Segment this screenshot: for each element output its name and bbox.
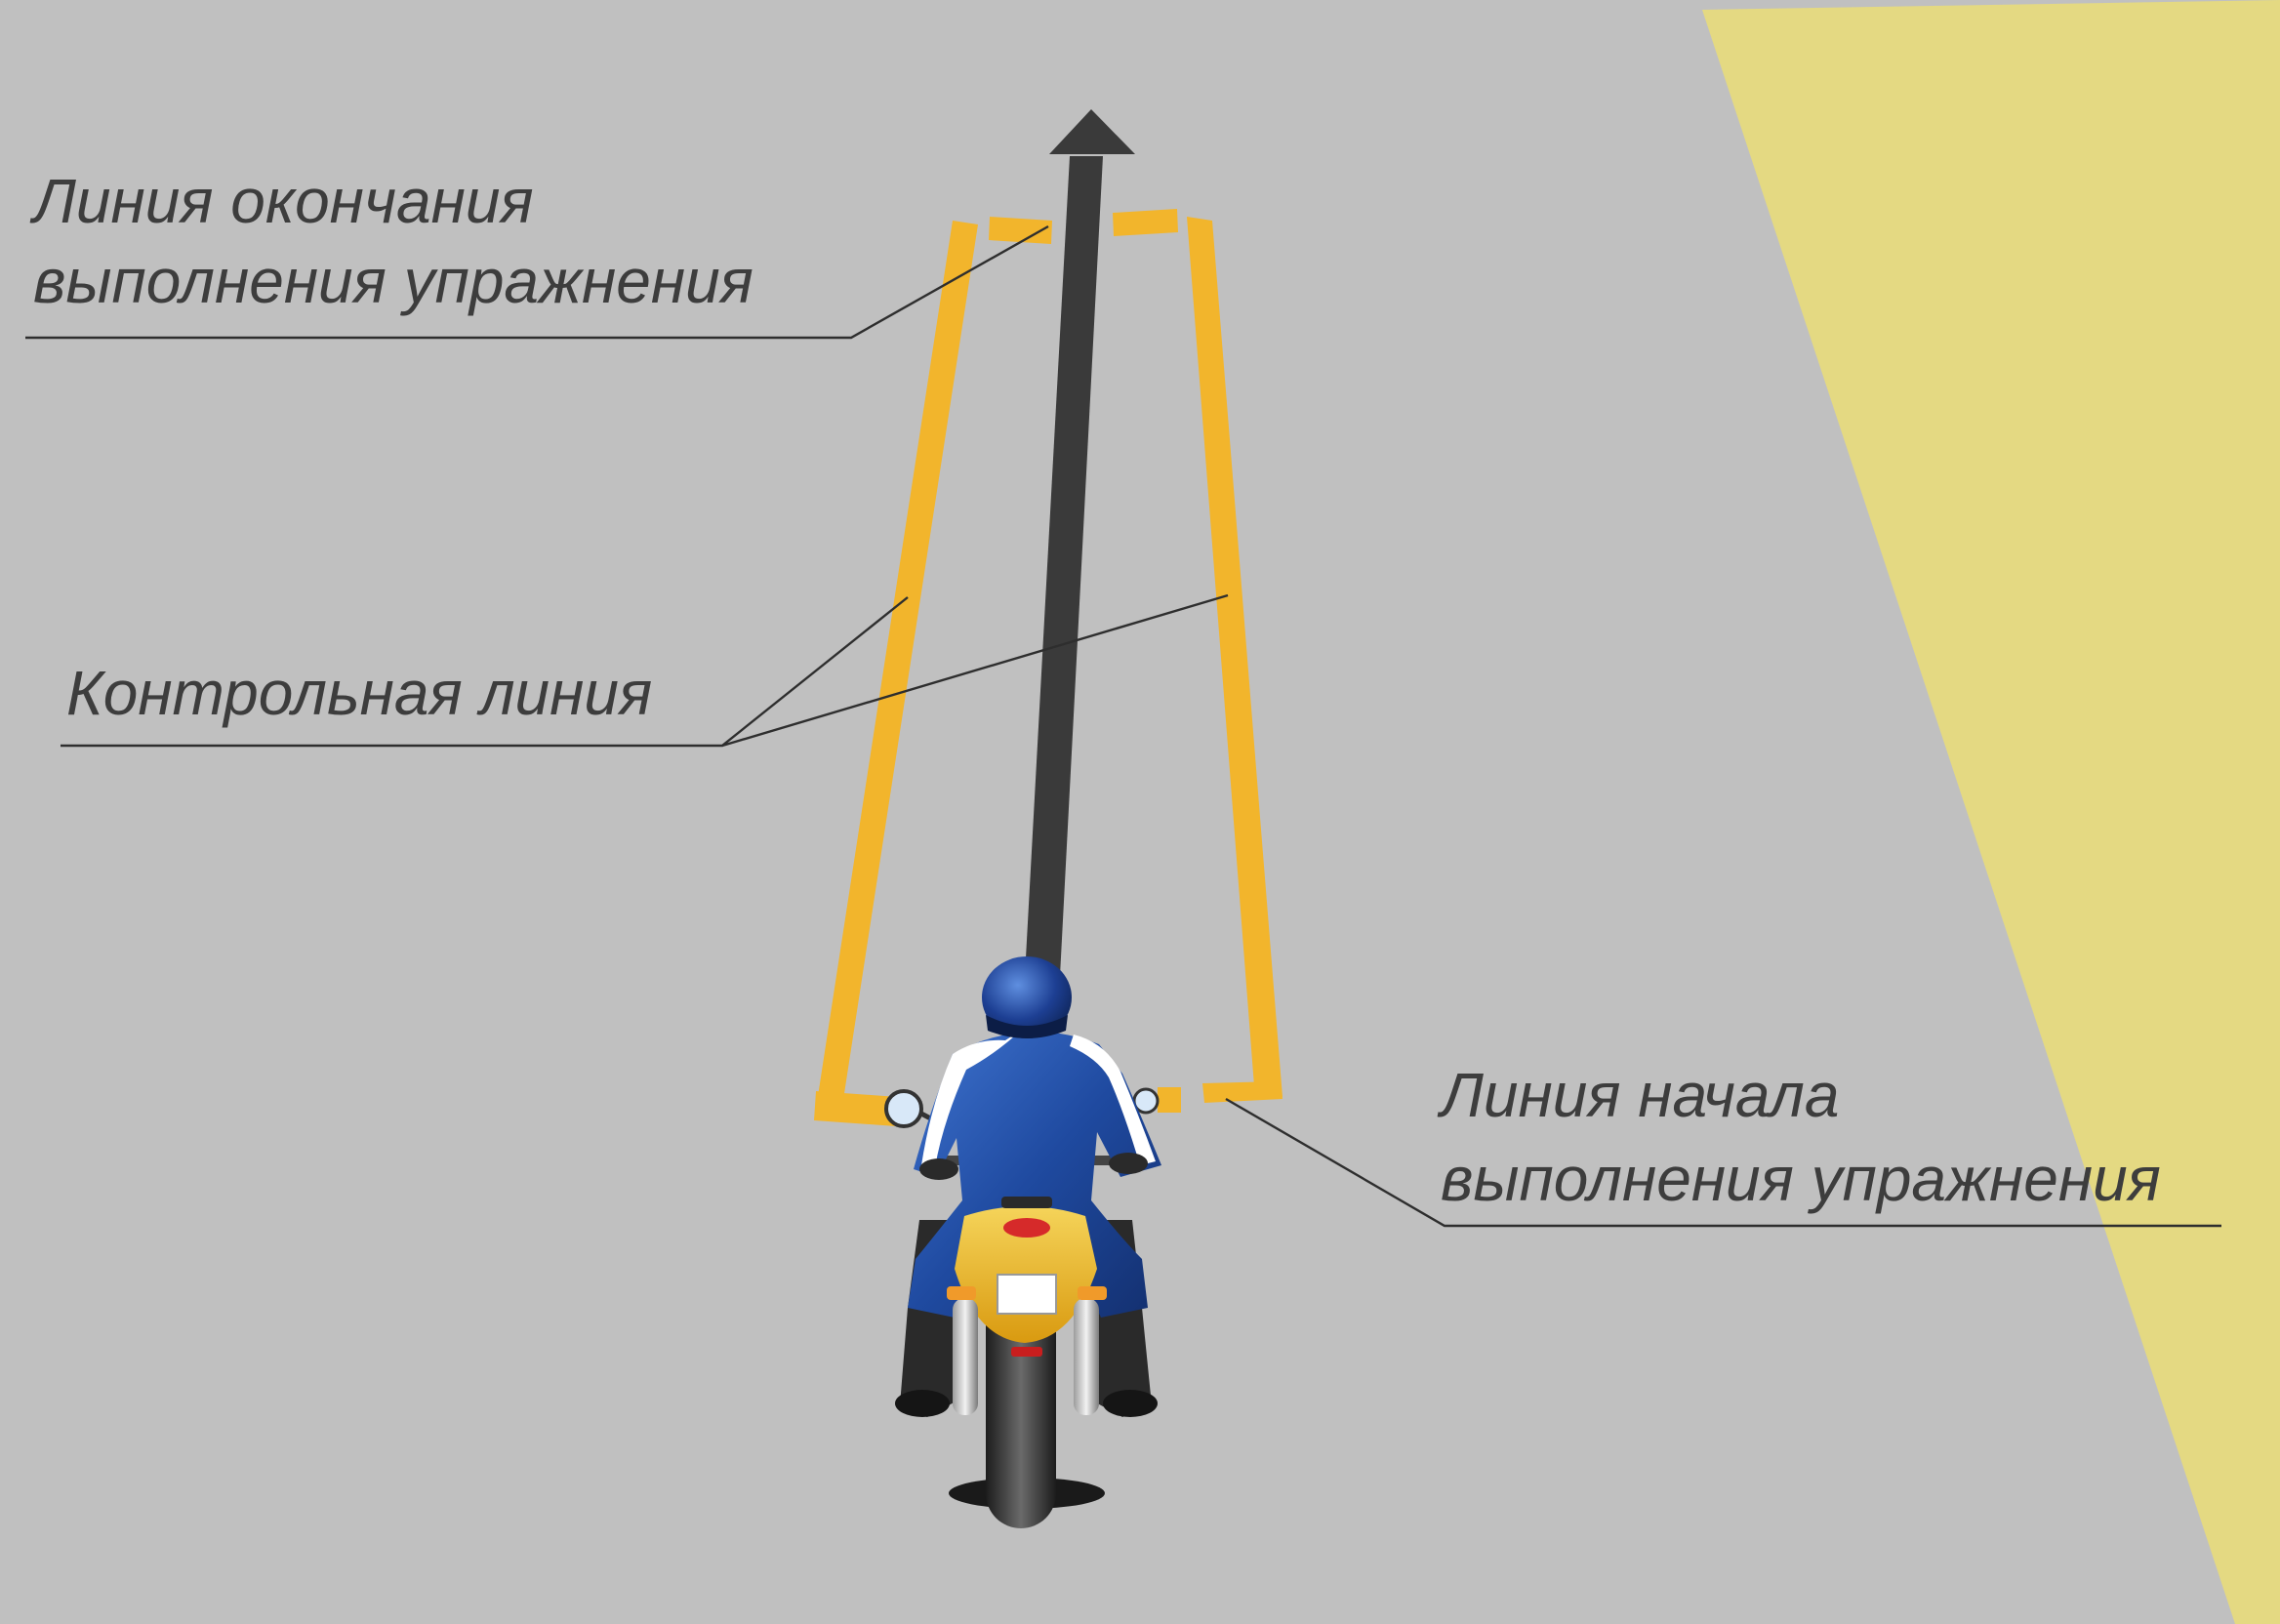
left-control-line bbox=[816, 221, 978, 1113]
exercise-markings bbox=[814, 209, 1282, 1126]
motorcycle-rider-icon bbox=[884, 956, 1161, 1528]
finish-line-label: Линия окончания выполнения упражнения bbox=[29, 166, 753, 316]
arrow-up-icon bbox=[1025, 109, 1135, 976]
start-line-center-segment bbox=[1158, 1087, 1181, 1113]
control-line-label: Контрольная линия bbox=[66, 658, 652, 728]
start-line-left-corner bbox=[814, 1091, 898, 1126]
finish-line-label-line1: Линия окончания bbox=[29, 166, 534, 236]
start-line-label: Линия начала выполнения упражнения bbox=[1437, 1060, 2161, 1214]
finish-line-label-line2: выполнения упражнения bbox=[33, 246, 753, 316]
start-line-label-line2: выполнения упражнения bbox=[1441, 1144, 2161, 1214]
finish-line-right-segment bbox=[1113, 209, 1178, 236]
control-line-label-line1: Контрольная линия bbox=[66, 658, 652, 728]
control-line-leader-right bbox=[721, 593, 1229, 748]
roadside-shoulder bbox=[1702, 0, 2280, 1624]
right-control-line bbox=[1187, 217, 1282, 1099]
start-line-leader bbox=[1225, 1097, 2221, 1228]
start-line-right-corner bbox=[1202, 1081, 1282, 1103]
leader-lines bbox=[25, 224, 2221, 1228]
finish-line-leader bbox=[25, 224, 1049, 340]
finish-line-left-segment bbox=[989, 217, 1052, 244]
start-line-label-line1: Линия начала bbox=[1437, 1060, 1839, 1130]
